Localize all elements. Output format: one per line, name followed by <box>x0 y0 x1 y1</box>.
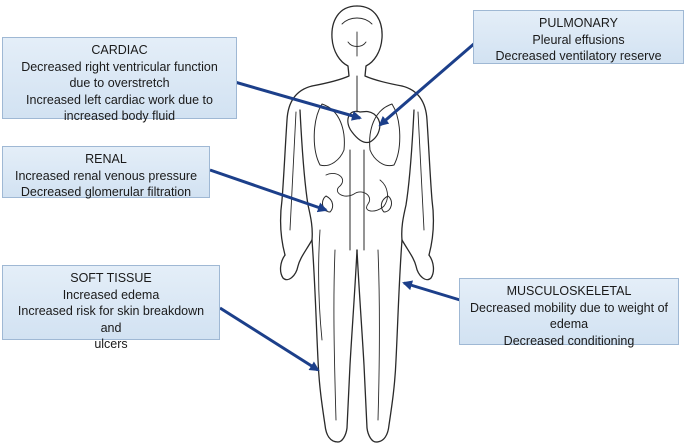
pulmonary-callout: PULMONARY Pleural effusions Decreased ve… <box>473 10 684 64</box>
soft-tissue-line: Increased risk for skin breakdown and <box>17 304 205 335</box>
renal-title: RENAL <box>85 152 127 166</box>
leg-vessels <box>318 229 380 421</box>
cardiac-line: due to overstretch <box>69 76 170 90</box>
musculoskeletal-callout: MUSCULOSKELETAL Decreased mobility due t… <box>459 278 679 348</box>
soft-tissue-line: ulcers <box>94 337 128 351</box>
intestines <box>325 173 388 212</box>
torso-outline <box>279 85 313 256</box>
pulmonary-title: PULMONARY <box>539 16 618 30</box>
pulmonary-line: Pleural effusions <box>532 32 625 47</box>
musculoskeletal-line: edema <box>549 317 589 331</box>
arrow-cardiac <box>213 74 362 121</box>
arrow-pulmonary <box>378 28 491 127</box>
lungs <box>313 103 345 167</box>
left-hand <box>279 239 313 281</box>
cardiac-line: increased body fluid <box>63 109 176 123</box>
major-vessels <box>349 75 365 251</box>
right-leg-outline <box>337 249 358 443</box>
cardiac-line: Increased left cardiac work due to <box>26 92 213 107</box>
heart <box>347 110 381 144</box>
renal-line: Increased renal venous pressure <box>14 168 198 183</box>
arrow-musculoskeletal <box>402 280 461 302</box>
cardiac-line: Decreased right ventricular function <box>21 59 218 74</box>
arrow-renal <box>209 168 328 213</box>
renal-line: Decreased glomerular filtration <box>20 185 192 199</box>
musculoskeletal-line: Decreased conditioning <box>503 333 635 348</box>
pulmonary-line: Decreased ventilatory reserve <box>495 49 662 63</box>
musculoskeletal-title: MUSCULOSKELETAL <box>506 284 632 298</box>
cardiac-title: CARDIAC <box>91 43 148 57</box>
arrow-soft-tissue <box>219 306 320 372</box>
musculoskeletal-line: Decreased mobility due to weight of <box>469 300 669 315</box>
soft-tissue-callout: SOFT TISSUE Increased edema Increased ri… <box>2 265 220 351</box>
right-hand <box>401 239 435 281</box>
head-outline <box>311 5 358 87</box>
arm-vessels <box>289 111 425 231</box>
kidneys <box>322 195 392 213</box>
renal-callout: RENAL Increased renal venous pressure De… <box>2 146 210 199</box>
soft-tissue-title: SOFT TISSUE <box>70 271 152 285</box>
left-leg-outline <box>311 239 339 443</box>
cardiac-callout: CARDIAC Decreased right ventricular func… <box>2 37 237 123</box>
soft-tissue-line: Increased edema <box>62 287 160 302</box>
